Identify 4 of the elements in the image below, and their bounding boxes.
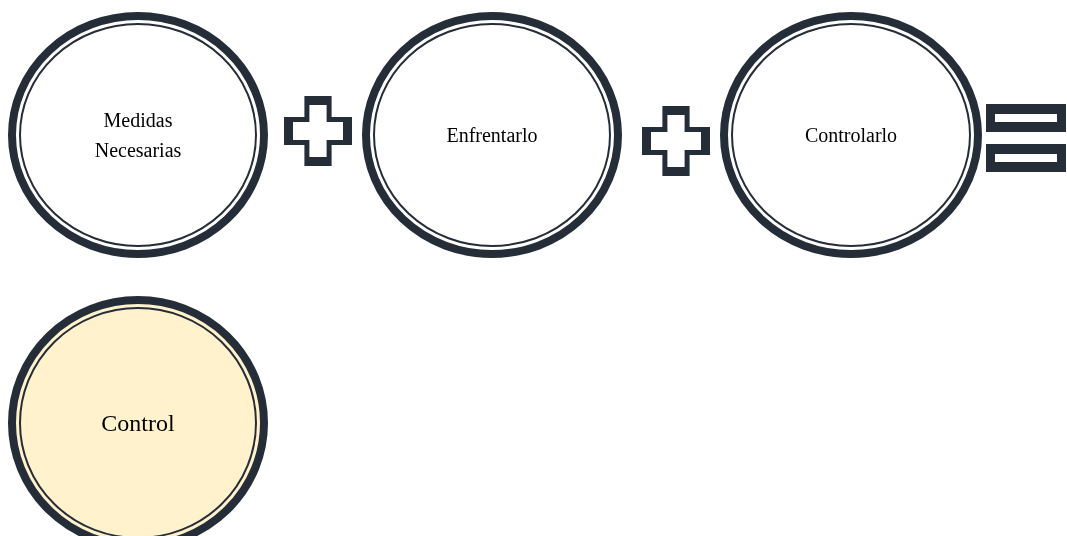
node-label: Controlarlo — [803, 123, 899, 148]
node-label: Medidas Necesarias — [93, 108, 183, 163]
node-label: Control — [100, 409, 176, 438]
node-label: Enfrentarlo — [445, 123, 539, 148]
